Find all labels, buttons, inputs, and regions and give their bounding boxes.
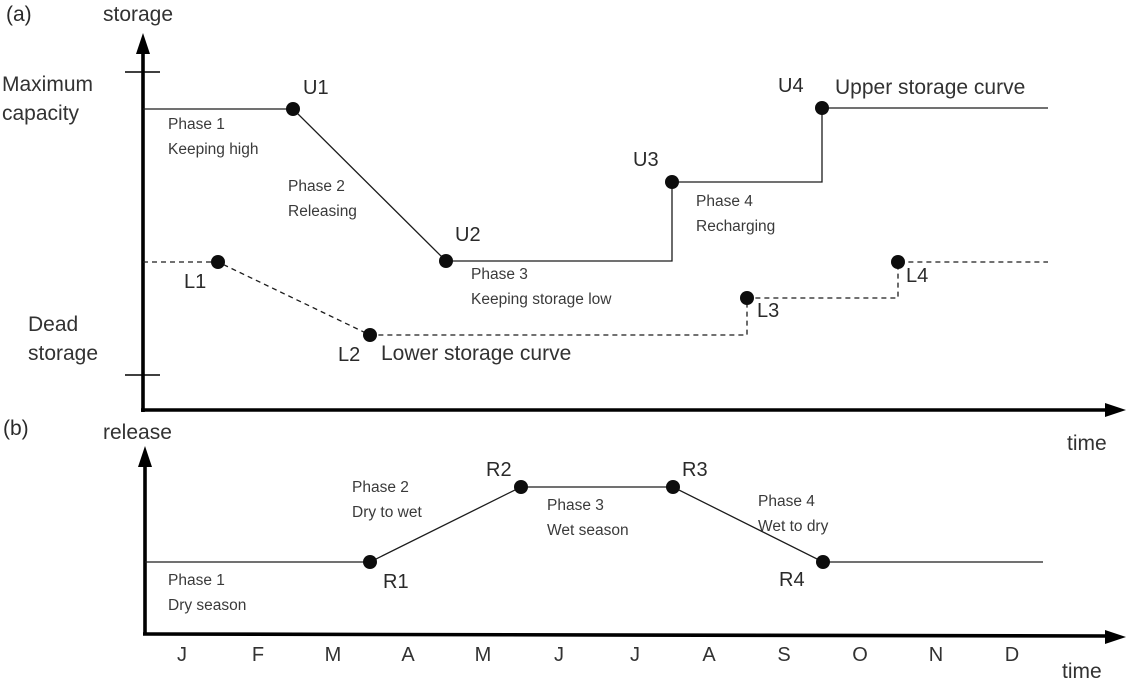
panel-b-y-axis-label: release: [103, 421, 172, 444]
point-dot-U3: [665, 175, 679, 189]
point-dot-L1: [211, 255, 225, 269]
month-label-jan: J: [177, 644, 187, 666]
point-label-R4: R4: [779, 569, 805, 591]
month-label-sep: S: [777, 644, 791, 666]
month-label-apr: A: [401, 644, 415, 666]
point-dot-R4: [816, 555, 830, 569]
panel-a-y-axis-label: storage: [103, 3, 174, 26]
point-label-R1: R1: [383, 571, 409, 593]
point-label-U2: U2: [455, 224, 481, 246]
month-label-jul: J: [630, 644, 640, 666]
panel-b-phase-3-label: Phase 3 Wet season: [547, 497, 629, 539]
panel-a-phase-4-label: Phase 4 Recharging: [696, 193, 776, 235]
point-label-L4: L4: [906, 265, 929, 287]
point-dot-R2: [514, 480, 528, 494]
panel-b-x-axis: [142, 632, 1111, 638]
month-label-jun: J: [554, 644, 564, 666]
point-dot-U1: [286, 102, 300, 116]
panel-a-phase-1-label: Phase 1 Keeping high: [168, 116, 259, 158]
month-label-aug: A: [702, 644, 716, 666]
panel-b-y-axis-arrow-icon: [138, 446, 152, 467]
month-label-feb: F: [251, 644, 265, 666]
upper-storage-curve: [143, 107, 1048, 262]
point-dot-R1: [363, 555, 377, 569]
upper-curve-name: Upper storage curve: [835, 76, 1026, 99]
panel-a-y-axis-arrow-icon: [136, 33, 150, 54]
point-label-R3: R3: [682, 459, 708, 481]
panel-b-tag: (b): [3, 417, 29, 440]
month-label-dec: D: [1004, 644, 1020, 666]
month-label-oct: O: [852, 644, 868, 666]
point-label-L3: L3: [757, 300, 780, 322]
point-label-L2: L2: [338, 344, 361, 366]
lower-curve-name: Lower storage curve: [381, 342, 572, 365]
point-dot-L3: [740, 291, 754, 305]
point-label-R2: R2: [486, 459, 512, 481]
point-label-U3: U3: [633, 149, 659, 171]
panel-a-phase-2-label: Phase 2 Releasing: [288, 178, 357, 220]
month-label-nov: N: [928, 644, 944, 666]
month-label-mar: M: [324, 644, 342, 666]
point-dot-R3: [666, 480, 680, 494]
point-dot-U4: [815, 101, 829, 115]
release-curve: [145, 486, 1043, 563]
panel-b-x-axis-label: time: [1062, 660, 1102, 680]
point-label-L1: L1: [184, 271, 207, 293]
panel-a-x-axis-label: time: [1067, 432, 1107, 455]
panel-a-x-axis-arrow-icon: [1105, 403, 1126, 417]
point-dot-L4: [891, 255, 905, 269]
month-label-may: M: [474, 644, 492, 666]
panel-a-phase-3-label: Phase 3 Keeping storage low: [471, 266, 612, 308]
point-dot-L2: [363, 328, 377, 342]
panel-b-phase-4-label: Phase 4 Wet to dry: [758, 493, 829, 535]
panel-b-phase-2-label: Phase 2 Dry to wet: [352, 479, 422, 521]
panel-b-phase-1-label: Phase 1 Dry season: [168, 572, 247, 614]
max-capacity-label: Maximum capacity: [2, 73, 94, 125]
dead-storage-label: Dead storage: [28, 313, 99, 365]
panel-a-tag: (a): [6, 3, 32, 26]
point-label-U4: U4: [778, 75, 804, 97]
point-label-U1: U1: [303, 77, 329, 99]
panel-b-x-axis-arrow-icon: [1105, 630, 1126, 644]
point-dot-U2: [439, 254, 453, 268]
dots-layer: [211, 101, 905, 569]
